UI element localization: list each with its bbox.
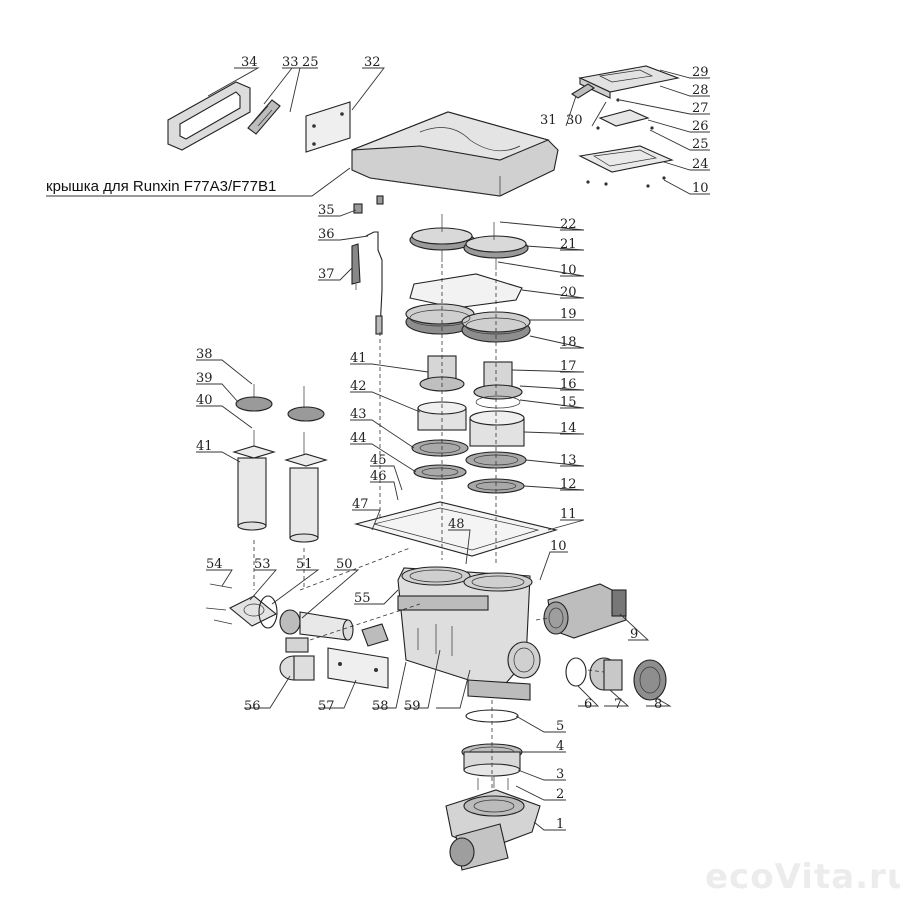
gears-21 xyxy=(409,214,529,270)
part-34-frame xyxy=(167,81,251,151)
part-label: 2 xyxy=(556,787,564,802)
part-label: 12 xyxy=(560,477,577,492)
part-label: 41 xyxy=(196,439,213,454)
part-label: 8 xyxy=(654,697,662,712)
part-number-labels: 34 33 25 32 29 28 27 26 25 24 10 31 30 3… xyxy=(196,55,709,832)
part-label: 31 xyxy=(540,113,557,128)
part-label: 33 xyxy=(282,55,299,70)
parts-18-19 xyxy=(405,303,531,343)
part-label: 38 xyxy=(196,347,213,362)
part-label: 25 xyxy=(692,137,709,152)
part-label: 32 xyxy=(364,55,381,70)
part-label: 10 xyxy=(560,263,577,278)
part-label: 9 xyxy=(630,627,638,642)
leader-lines xyxy=(46,67,710,831)
part-32-plate xyxy=(305,101,351,153)
part-label: 53 xyxy=(254,557,271,572)
part-label: 16 xyxy=(560,377,577,392)
part-label: 4 xyxy=(556,739,564,754)
part-label: 17 xyxy=(560,359,577,374)
part-label: 13 xyxy=(560,453,577,468)
part-label: 5 xyxy=(556,719,564,734)
part-label: 58 xyxy=(372,699,389,714)
part-label: 40 xyxy=(196,393,213,408)
part-label: 21 xyxy=(560,237,577,252)
part-label: 6 xyxy=(584,697,592,712)
part-label: 37 xyxy=(318,267,335,282)
parts-6-7-8 xyxy=(565,657,667,701)
part-label: 29 xyxy=(692,65,709,80)
part-9-fitting xyxy=(543,583,627,639)
part-label: 28 xyxy=(692,83,709,98)
part-label: 51 xyxy=(296,557,313,572)
part-33-connector xyxy=(247,99,281,135)
valve-body xyxy=(397,566,541,701)
watermark: ecoVita.ru xyxy=(705,857,900,897)
part-label: 45 xyxy=(370,453,387,468)
part-label: 46 xyxy=(370,469,387,484)
part-label: 56 xyxy=(244,699,261,714)
part-label: 55 xyxy=(354,591,371,606)
parts-44-45-13-12 xyxy=(411,439,527,494)
part-label: 44 xyxy=(350,431,367,446)
part-label: 10 xyxy=(550,539,567,554)
part-label: 19 xyxy=(560,307,577,322)
part-label: 25 xyxy=(302,55,319,70)
part-20-gasket xyxy=(409,273,523,309)
part-label: 57 xyxy=(318,699,335,714)
part-label: 42 xyxy=(350,379,367,394)
part-label: 1 xyxy=(556,817,564,832)
part-label: 27 xyxy=(692,101,709,116)
part-label: 10 xyxy=(692,181,709,196)
part-label: 54 xyxy=(206,557,223,572)
parts-35-37 xyxy=(351,195,384,335)
part-label: 26 xyxy=(692,119,709,134)
part-label: 41 xyxy=(350,351,367,366)
part-label: 39 xyxy=(196,371,213,386)
parts-42-15 xyxy=(419,355,523,409)
parts-1-2 xyxy=(445,776,541,871)
part-label: 36 xyxy=(318,227,335,242)
part-label: 59 xyxy=(404,699,421,714)
part-label: 15 xyxy=(560,395,577,410)
part-label: 47 xyxy=(352,497,369,512)
part-label: 3 xyxy=(556,767,564,782)
part-label: 34 xyxy=(241,55,258,70)
part-cover xyxy=(351,111,559,197)
part-label: 35 xyxy=(318,203,335,218)
part-label: 11 xyxy=(560,507,577,522)
part-11-gasket xyxy=(353,501,559,557)
part-label: 30 xyxy=(566,113,583,128)
part-label: 22 xyxy=(560,217,577,232)
part-label: 48 xyxy=(448,517,465,532)
parts-43-14 xyxy=(417,401,525,447)
cover-callout-label: крышка для Runxin F77A3/F77B1 xyxy=(46,178,276,195)
part-label: 43 xyxy=(350,407,367,422)
part-label: 50 xyxy=(336,557,353,572)
part-label: 7 xyxy=(614,697,622,712)
parts-24-31 xyxy=(570,65,680,188)
part-label: 18 xyxy=(560,335,577,350)
parts-38-41 xyxy=(232,384,328,543)
part-label: 14 xyxy=(560,421,577,436)
part-label: 24 xyxy=(692,157,709,172)
parts-50-56 xyxy=(205,583,389,689)
assembly-guides xyxy=(253,264,605,790)
part-label: 20 xyxy=(560,285,577,300)
part-drawings xyxy=(167,65,680,871)
